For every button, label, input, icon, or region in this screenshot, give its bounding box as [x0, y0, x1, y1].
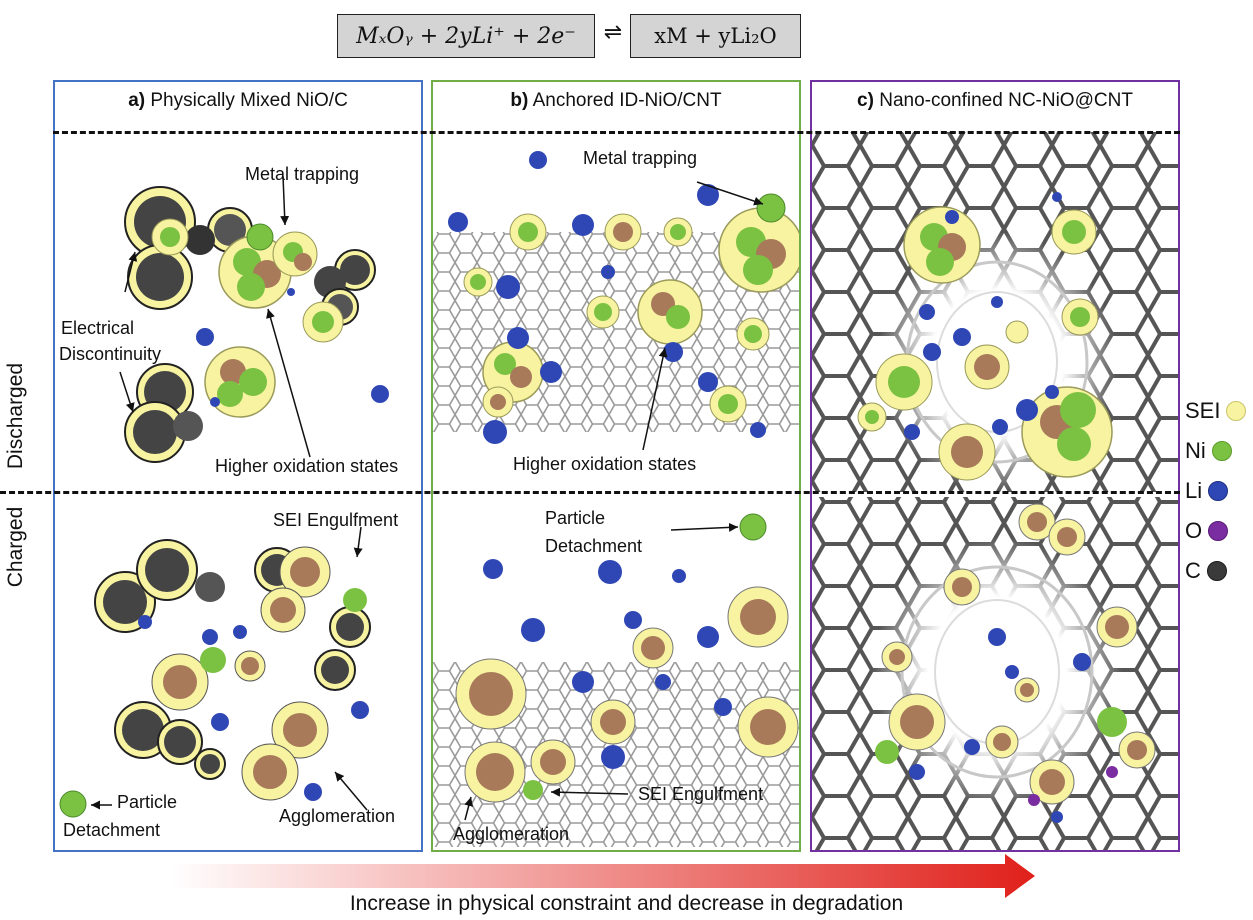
legend-label-ni: Ni	[1185, 438, 1206, 463]
panel-a-title: a) Physically Mixed NiO/C	[55, 90, 421, 112]
legend-item-ni: Ni	[1185, 438, 1232, 464]
panel-anchored: b) Anchored ID-NiO/CNT	[431, 80, 801, 852]
annotation-sei-engulfment-a: SEI Engulfment	[273, 510, 399, 530]
panel-b-title-text: Anchored ID-NiO/CNT	[532, 90, 722, 111]
panel-a-illustration	[59, 175, 389, 818]
legend-label-li: Li	[1185, 478, 1203, 503]
annotation-agglomeration-a: Agglomeration	[279, 806, 396, 826]
legend-swatch-c	[1206, 561, 1227, 581]
row-label-discharged: Discharged	[4, 362, 27, 470]
legend-label-o: O	[1185, 518, 1203, 543]
panel-c-title: c) Nano-confined NC-NiO@CNT	[812, 90, 1178, 112]
panel-physically-mixed: a) Physically Mixed NiO/C	[53, 80, 423, 852]
annotation-higher-oxidation-b: Higher oxidation states	[513, 454, 697, 474]
annotation-metal-trapping-b: Metal trapping	[583, 148, 698, 168]
panel-b-title: b) Anchored ID-NiO/CNT	[433, 90, 799, 112]
legend-label-c: C	[1185, 558, 1201, 583]
legend-swatch-sei	[1226, 401, 1247, 421]
panel-nano-confined: c) Nano-confined NC-NiO@CNT	[810, 80, 1180, 852]
panel-b-letter: b)	[510, 90, 529, 111]
panel-c-letter: c)	[857, 90, 874, 111]
annotation-electrical-line1: Electrical	[61, 318, 135, 338]
annotation-agglomeration-b: Agglomeration	[453, 824, 570, 844]
annotation-particle-line1-a: Particle	[117, 792, 178, 812]
legend-swatch-ni	[1211, 441, 1232, 461]
annotation-sei-engulfment-b: SEI Engulfment	[638, 784, 764, 804]
annotation-higher-oxidation-a: Higher oxidation states	[215, 456, 399, 476]
panel-c-illustration	[812, 132, 1178, 850]
caption: Increase in physical constraint and decr…	[349, 892, 904, 915]
annotation-particle-line1-b: Particle	[545, 508, 606, 528]
state-divider	[0, 491, 1180, 494]
header-divider	[53, 131, 1180, 134]
equation-left: MₓOᵧ + 2yLi⁺ + 2e⁻	[337, 14, 595, 58]
legend-swatch-o	[1208, 521, 1229, 541]
legend-item-sei: SEI	[1185, 398, 1247, 424]
legend-item-o: O	[1185, 518, 1229, 544]
panel-b-illustration	[433, 151, 799, 847]
panel-a-title-text: Physically Mixed NiO/C	[150, 90, 348, 111]
legend-label-sei: SEI	[1185, 398, 1221, 423]
row-label-charged: Charged	[4, 506, 27, 588]
carbon-cluster	[124, 186, 376, 463]
equation-right: xM + yLi₂O	[630, 14, 801, 58]
annotation-particle-line2-b: Detachment	[545, 536, 643, 556]
gradient-arrow	[170, 854, 1035, 898]
annotation-metal-trapping-a: Metal trapping	[245, 164, 360, 184]
equilibrium-arrow: ⇌	[603, 20, 623, 45]
annotation-particle-line2-a: Detachment	[63, 820, 161, 840]
panel-c-title-text: Nano-confined NC-NiO@CNT	[879, 90, 1133, 111]
legend-item-li: Li	[1185, 478, 1229, 504]
legend-swatch-li	[1208, 481, 1229, 501]
panel-a-letter: a)	[128, 90, 146, 111]
legend-item-c: C	[1185, 558, 1227, 584]
annotation-electrical-line2: Discontinuity	[59, 344, 162, 364]
